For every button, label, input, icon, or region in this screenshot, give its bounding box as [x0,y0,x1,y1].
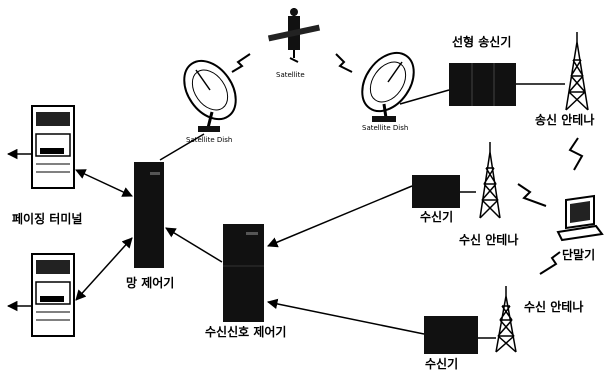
wireless-link-handset-to-rx-bottom [540,252,560,274]
receive-signal-controller-label: 수신신호 제어기 [205,326,286,338]
wireless-link-right [336,54,352,72]
receive-antenna-top-icon [480,142,500,218]
arrow-rx-top-to-rx-controller [268,186,412,246]
receiver-top-label: 수신기 [420,211,453,223]
satellite-icon [268,8,320,62]
receive-antenna-bottom-icon [496,286,516,352]
transmit-antenna-label: 송신 안테나 [535,114,594,126]
handset-label: 단말기 [562,249,595,261]
receive-signal-controller-icon [223,224,264,322]
paging-terminal-top-icon [32,106,74,188]
handset-icon [558,196,602,240]
satellite-dish-left-icon [174,51,247,132]
satellite-dish-left-label: Satellite Dish [186,137,232,144]
link-terminal-top-to-controller [76,170,132,196]
paging-terminal-label: 페이징 터미널 [12,213,82,225]
network-controller-icon [134,162,164,268]
wireless-link-left [232,54,250,72]
receiver-bottom-label: 수신기 [425,358,458,370]
receive-antenna-bottom-label: 수신 안테나 [524,301,583,313]
receiver-bottom-icon [424,316,478,354]
receive-antenna-top-label: 수신 안테나 [459,234,518,246]
link-terminal-bottom-to-controller [76,238,132,300]
receiver-top-icon [412,175,460,208]
wireless-link-tx-to-handset [570,138,582,170]
arrow-rx-controller-to-controller [166,228,222,262]
transmit-antenna-tower-icon [566,32,588,110]
arrow-rx-bottom-to-rx-controller [268,302,424,334]
wireless-link-handset-to-rx-top [518,184,546,206]
satellite-label: Satellite [276,72,305,79]
linear-transmitter-icon [449,63,516,106]
paging-terminal-bottom-icon [32,254,74,336]
network-controller-label: 망 제어기 [126,277,174,289]
satellite-dish-right-icon [352,43,425,122]
linear-transmitter-label: 선형 송신기 [452,36,511,48]
satellite-dish-right-label: Satellite Dish [362,125,408,132]
